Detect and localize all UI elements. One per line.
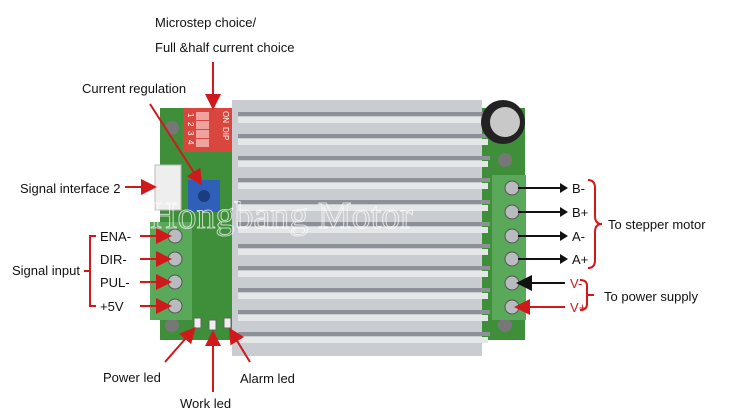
- terminal-screw: [504, 275, 520, 291]
- stepper-brace: [587, 179, 603, 269]
- heatsink-fin: [238, 288, 490, 292]
- terminal-screw: [504, 228, 520, 244]
- work-led: [208, 319, 217, 331]
- arrow-power-led: [164, 326, 196, 363]
- signal-input-label: Signal input: [12, 263, 80, 278]
- microstep-label-2: Full &half current choice: [155, 40, 295, 55]
- dip-position-1: 1: [186, 113, 195, 118]
- to-power-supply-label: To power supply: [604, 289, 698, 304]
- terminal-screw: [504, 180, 520, 196]
- current-regulation-label: Current regulation: [82, 81, 187, 96]
- terminal-v-minus-label: V-: [570, 276, 583, 291]
- arrow-current-regulation: [149, 103, 203, 186]
- terminal-5v-label: +5V: [100, 299, 124, 314]
- heatsink-fin: [238, 200, 490, 204]
- terminal-ena-label: ENA-: [100, 229, 132, 244]
- heatsink-fin: [238, 266, 490, 270]
- heatsink: [232, 100, 490, 356]
- power-brace: [579, 279, 594, 311]
- terminal-a-plus-label: A+: [572, 252, 589, 267]
- dip-on-label: ON: [221, 111, 230, 123]
- heatsink-fin: [238, 310, 490, 314]
- terminal-dir-label: DIR-: [100, 252, 127, 267]
- right-terminal-block: [492, 175, 526, 320]
- terminal-screw: [167, 274, 183, 290]
- heatsink-fin: [238, 244, 490, 248]
- terminal-v-plus-label: V+: [570, 300, 587, 315]
- signal-input-bracket: [84, 235, 96, 307]
- heatsink-fin: [238, 332, 490, 336]
- dip-switch: [183, 108, 233, 152]
- signal-interface-label: Signal interface 2: [20, 181, 121, 196]
- microstep-label-1: Microstep choice/: [155, 15, 257, 30]
- signal-interface-connector: [154, 164, 182, 211]
- terminal-pul-label: PUL-: [100, 275, 130, 290]
- to-stepper-motor-label: To stepper motor: [608, 217, 706, 232]
- terminal-b-minus-label: B-: [572, 181, 585, 196]
- dip-label: DIP: [221, 127, 230, 141]
- power-led-label: Power led: [103, 370, 161, 385]
- power-led: [193, 317, 202, 329]
- terminal-b-plus-label: B+: [572, 205, 589, 220]
- alarm-led-label: Alarm led: [240, 371, 295, 386]
- heatsink-fin: [238, 134, 490, 138]
- terminal-screw: [167, 251, 183, 267]
- alarm-led: [223, 317, 232, 329]
- terminal-a-minus-label: A-: [572, 229, 585, 244]
- heatsink-fin: [238, 156, 490, 160]
- terminal-screw: [504, 299, 520, 315]
- watermark: Hongbang Motor: [150, 195, 413, 237]
- arrow-alarm-led: [228, 327, 251, 363]
- dip-position-3: 3: [186, 131, 195, 136]
- heatsink-fin: [238, 178, 490, 182]
- terminal-screw: [504, 204, 520, 220]
- dip-position-2: 2: [186, 122, 195, 127]
- terminal-screw: [167, 298, 183, 314]
- terminal-screw: [504, 251, 520, 267]
- dip-position-4: 4: [186, 140, 195, 145]
- work-led-label: Work led: [180, 396, 232, 411]
- heatsink-fin: [238, 222, 490, 226]
- heatsink-fin: [238, 112, 490, 116]
